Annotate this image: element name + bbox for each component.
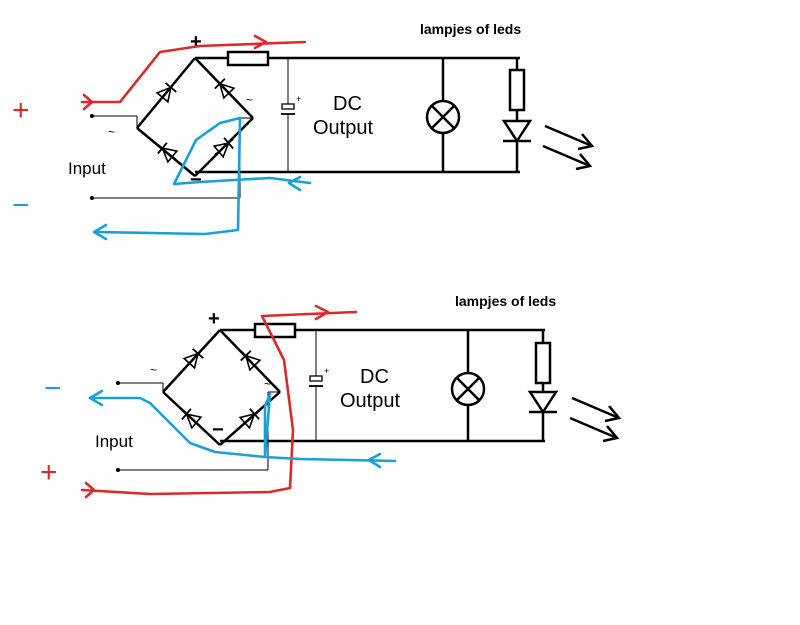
capacitor-plus-label: + [296, 94, 301, 104]
output-label: Output [313, 117, 373, 139]
negative-current-path [92, 116, 312, 241]
input-plus-sign: + [12, 94, 30, 127]
bottom-circuit: + lampjes of leds DC Output Input ~ ~ [40, 293, 622, 499]
positive-current-path [80, 34, 307, 111]
bridge-rectifier [162, 329, 281, 446]
resistor-icon [253, 322, 297, 339]
capacitor-plus-label: + [324, 366, 329, 376]
input-label: Input [95, 432, 133, 451]
current-arrow-icon [287, 175, 302, 192]
ac-mark-left: ~ [150, 363, 157, 377]
bridge-minus-label: − [190, 169, 202, 191]
input-minus-sign: − [44, 372, 62, 405]
led-icon [501, 58, 533, 172]
ac-mark-left: ~ [108, 125, 115, 139]
current-arrow-icon [367, 452, 382, 469]
ac-mark-right: ~ [246, 93, 253, 107]
light-emission-arrows-icon [542, 124, 595, 171]
current-arrow-icon [253, 34, 268, 50]
dc-label: DC [360, 366, 389, 388]
bridge-rectifier [136, 57, 254, 177]
lamp-icon [450, 330, 486, 441]
current-arrow-icon [314, 304, 330, 321]
bridge-minus-label: − [212, 419, 224, 441]
top-circuit: + lampjes of leds DC Output Inp [12, 21, 595, 241]
current-arrow-icon [92, 223, 108, 241]
resistor-icon [226, 50, 270, 67]
title-lampjes-of-leds: lampjes of leds [455, 293, 556, 309]
output-label: Output [340, 390, 400, 412]
led-icon [527, 330, 559, 441]
input-plus-sign: + [40, 456, 58, 489]
capacitor-icon [309, 330, 323, 441]
lamp-icon [425, 58, 461, 172]
capacitor-icon [281, 58, 295, 172]
input-label: Input [68, 159, 106, 178]
dc-label: DC [333, 93, 362, 115]
title-lampjes-of-leds: lampjes of leds [420, 21, 521, 37]
negative-current-path [88, 389, 397, 469]
current-arrow-icon [88, 389, 104, 407]
light-emission-arrows-icon [569, 396, 622, 443]
input-minus-sign: − [12, 189, 30, 222]
ac-mark-right: ~ [264, 377, 271, 391]
positive-current-path [80, 304, 358, 499]
bridge-plus-label: + [190, 31, 202, 53]
bridge-plus-label: + [208, 308, 220, 330]
